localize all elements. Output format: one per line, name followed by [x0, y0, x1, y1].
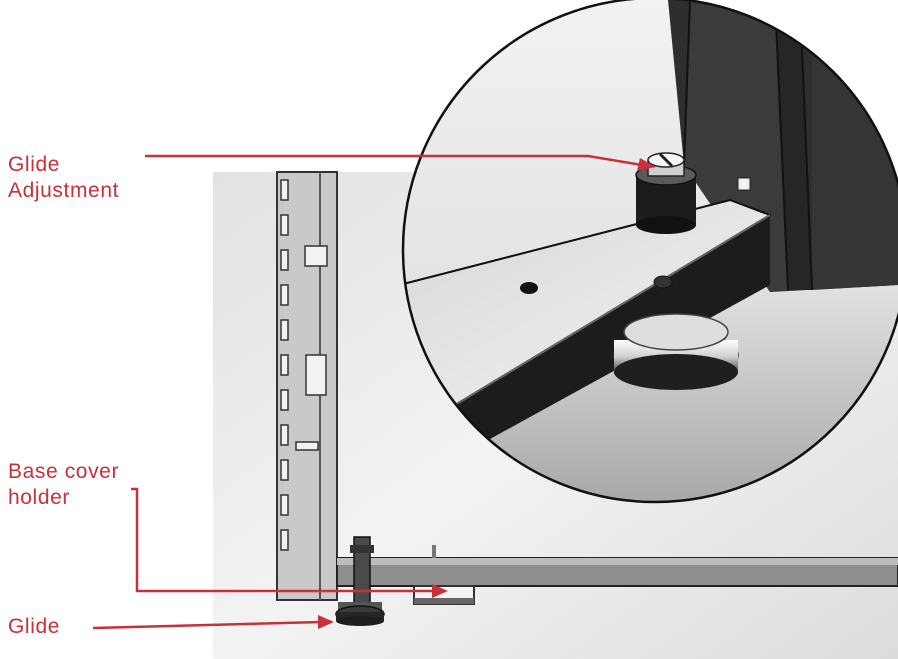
- label-base-cover-holder: Base cover holder: [8, 460, 120, 509]
- arrowheads: [318, 158, 656, 629]
- post-slots: [280, 179, 328, 551]
- arrow-base-cover-holder: [131, 487, 432, 593]
- arrow-glide: [92, 620, 323, 630]
- glide-adjustment-knob: [635, 152, 697, 234]
- arrow-glide-adjustment: [145, 154, 649, 168]
- label-glide: Glide: [8, 615, 61, 638]
- label-glide-adjustment: Glide Adjustment: [8, 153, 120, 202]
- callout-arrows: [92, 154, 649, 630]
- glide-foot: [335, 602, 385, 626]
